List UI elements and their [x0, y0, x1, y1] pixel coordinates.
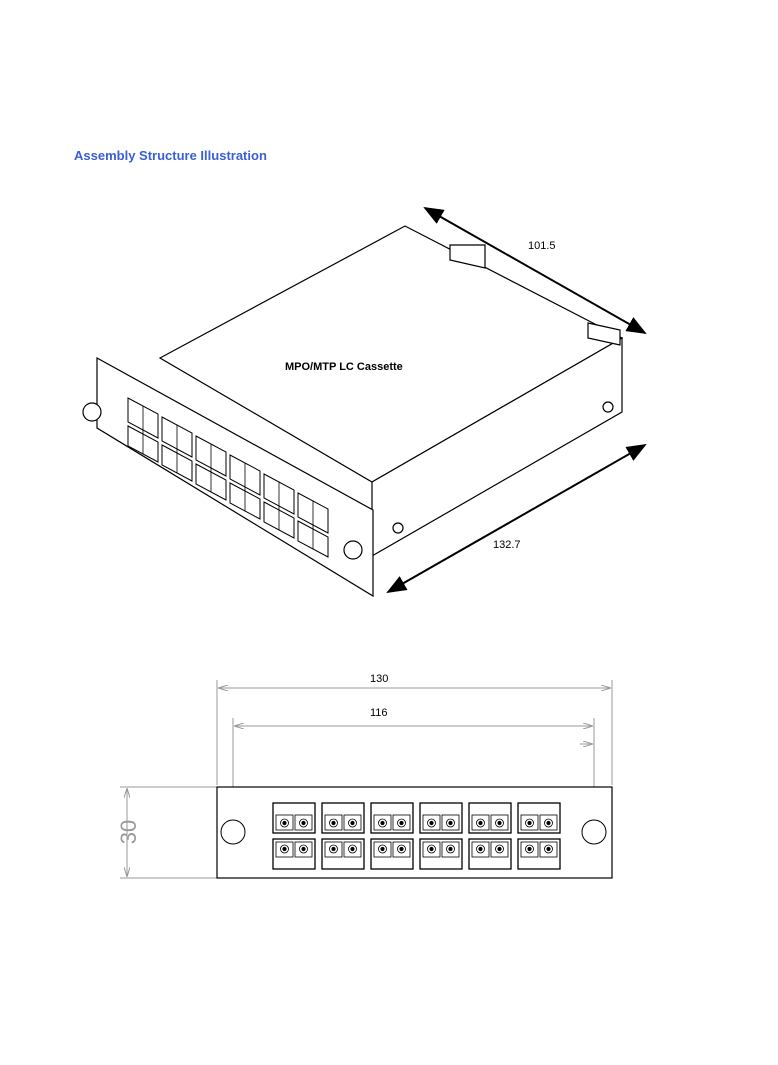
iso-port-group: [127, 397, 329, 558]
mounting-hole-left: [220, 819, 246, 845]
lc-duplex-adapter: [321, 802, 365, 834]
overall-width-label: 130: [370, 673, 388, 685]
iso-lc-adapter: [127, 397, 159, 463]
mounting-hole-right: [581, 819, 607, 845]
screw-icon: [602, 401, 614, 413]
iso-lc-adapter: [161, 416, 193, 482]
section-heading: Assembly Structure Illustration: [74, 148, 267, 163]
iso-lc-adapter: [263, 473, 295, 539]
screw-icon: [392, 522, 404, 534]
width-dimension-arrow: [386, 444, 647, 593]
lc-duplex-adapter: [517, 802, 561, 834]
lc-duplex-adapter: [419, 802, 463, 834]
lc-duplex-adapter: [468, 802, 512, 834]
lc-duplex-adapter: [272, 838, 316, 870]
depth-dimension-label: 101.5: [528, 240, 556, 252]
cassette-isometric-drawing: [82, 225, 624, 598]
lc-duplex-adapter: [370, 802, 414, 834]
lc-duplex-adapter: [419, 838, 463, 870]
lc-duplex-adapter: [370, 838, 414, 870]
iso-lc-adapter: [297, 492, 329, 558]
iso-lc-adapter: [229, 454, 261, 520]
thumbscrew-right: [343, 540, 363, 560]
lc-duplex-adapter: [517, 838, 561, 870]
lc-duplex-adapter: [468, 838, 512, 870]
product-label: MPO/MTP LC Cassette: [285, 361, 403, 373]
height-label: 30: [116, 820, 141, 844]
width-dimension-label: 132.7: [493, 539, 521, 551]
depth-dimension-arrow: [423, 207, 647, 334]
hole-spacing-label: 116: [370, 707, 388, 719]
iso-lc-adapter: [195, 435, 227, 501]
front-view-drawing: [216, 786, 613, 879]
lc-duplex-adapter: [272, 802, 316, 834]
thumbscrew-left: [82, 402, 102, 422]
lc-duplex-adapter: [321, 838, 365, 870]
